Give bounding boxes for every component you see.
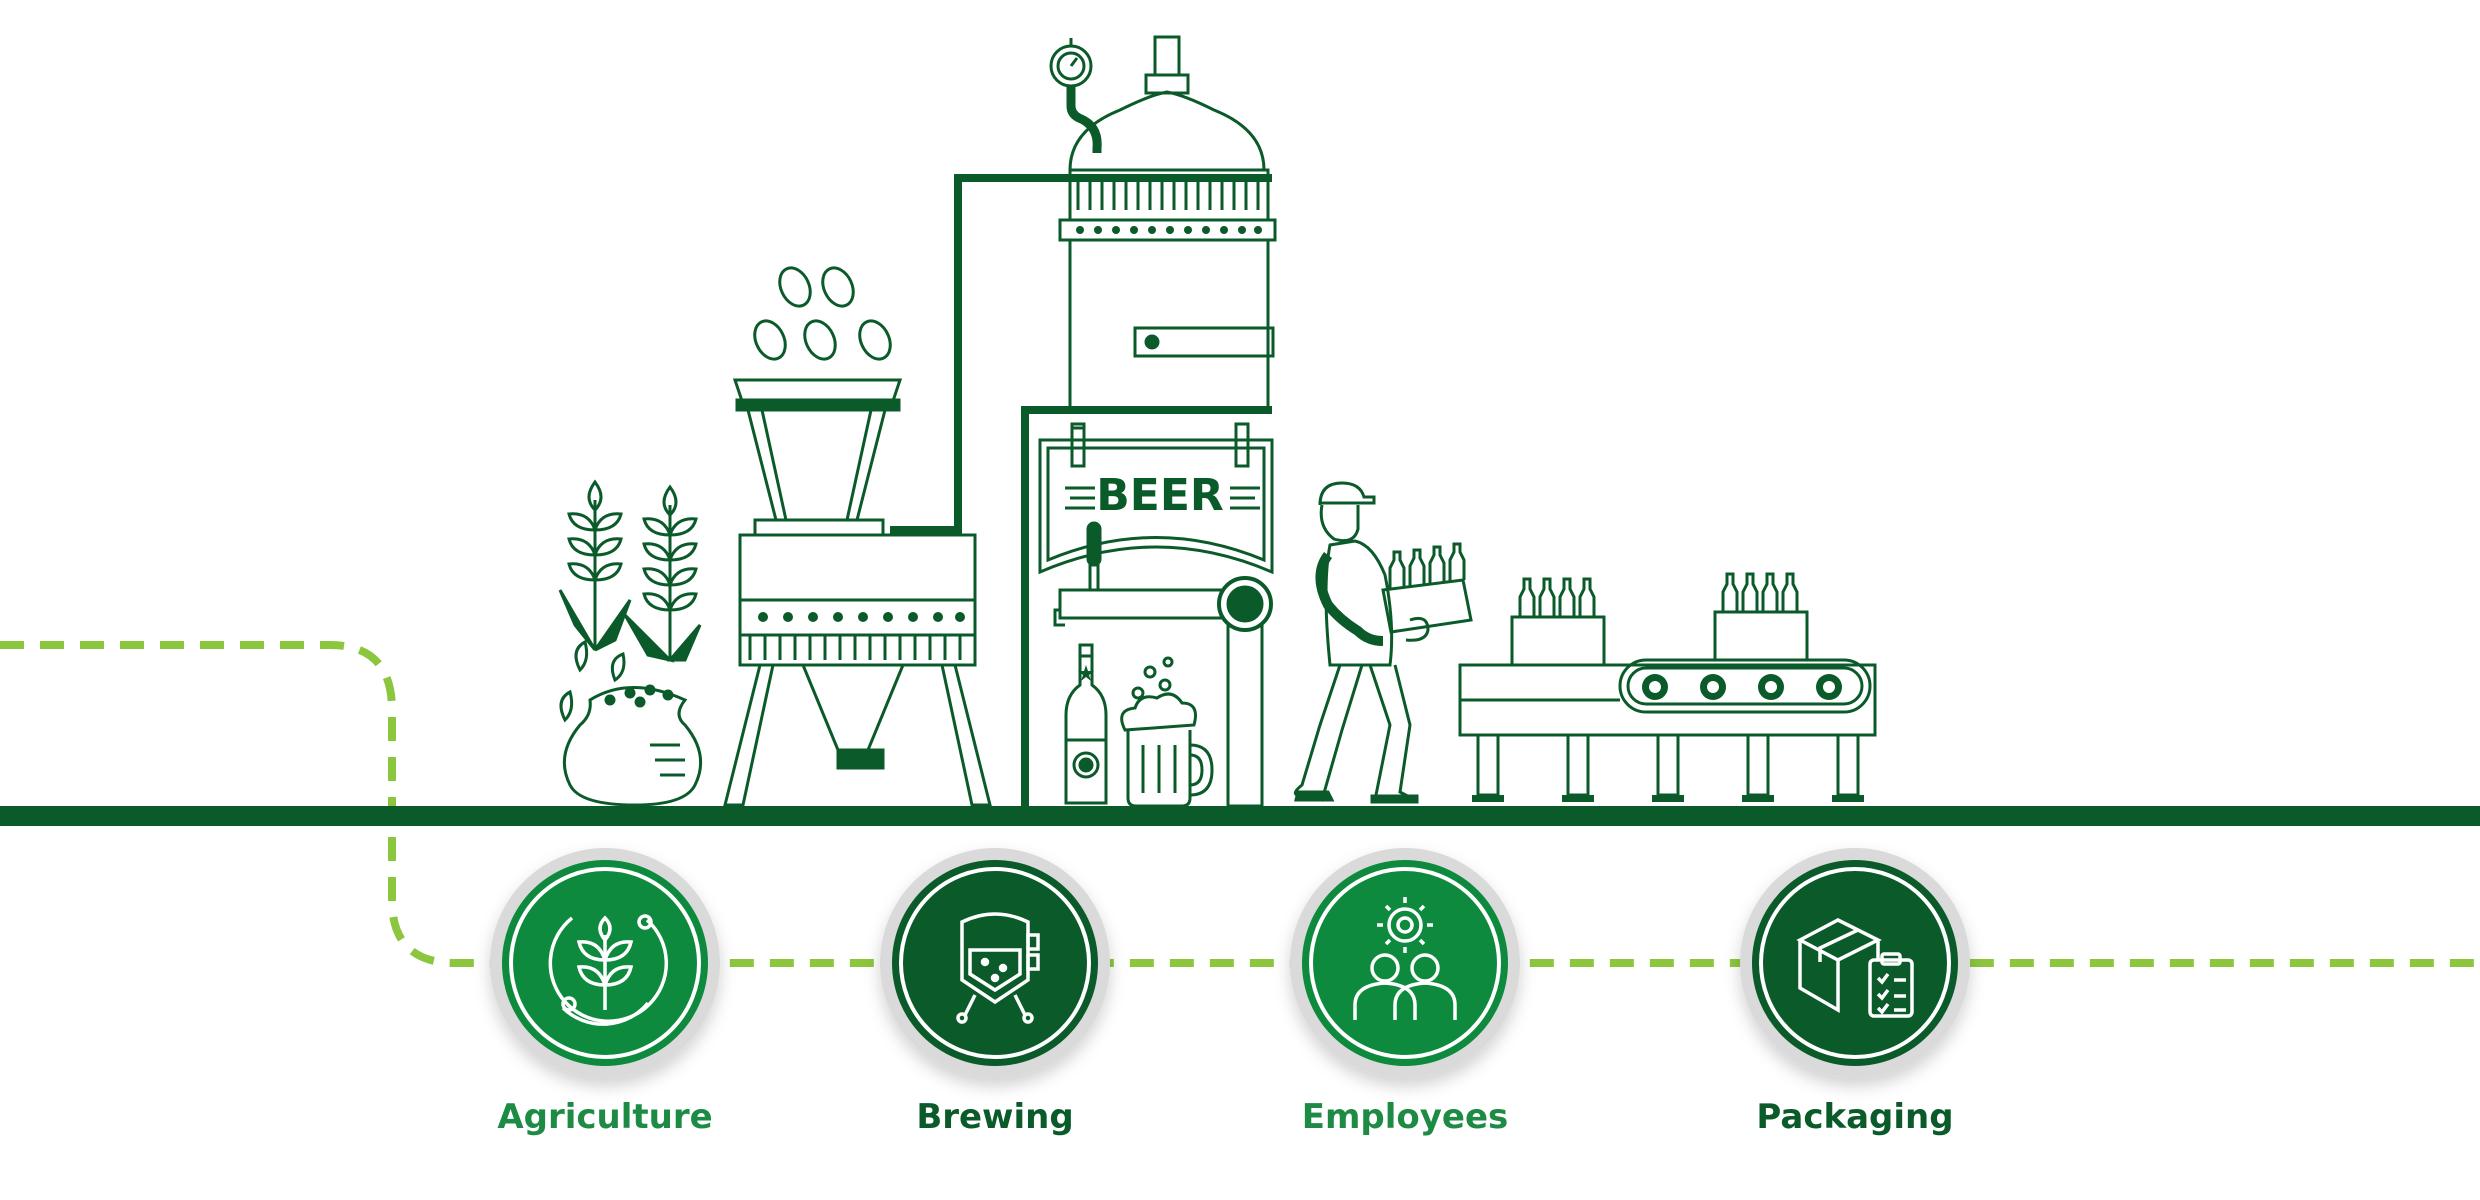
box-checklist-icon — [1796, 918, 1914, 1018]
brew-kettle — [1058, 35, 1277, 412]
beer-bottle-icon — [1064, 643, 1108, 805]
pressure-gauge-icon — [1049, 38, 1102, 153]
grain-sack-icon — [562, 684, 703, 807]
conveyor-belt — [1458, 572, 1877, 802]
beer-sign-text: BEER — [1096, 470, 1224, 521]
wheat-cycle-icon — [548, 914, 669, 1026]
wheat-icon — [558, 479, 702, 723]
ground-line — [0, 806, 2480, 826]
bottle-crate-icon — [1381, 542, 1473, 642]
beer-tap — [1053, 521, 1273, 808]
stage-packaging[interactable] — [1740, 848, 1970, 1078]
stage-label-agriculture: Agriculture — [497, 1097, 713, 1137]
mill-machine — [723, 378, 992, 807]
stage-agriculture[interactable] — [490, 848, 720, 1078]
dashed-path — [0, 641, 2480, 967]
worker-icon — [1293, 481, 1419, 804]
stage-label-employees: Employees — [1301, 1097, 1509, 1137]
circle-badge — [892, 860, 1098, 1066]
seeds-icon — [753, 266, 892, 361]
stage-employees[interactable] — [1290, 848, 1520, 1078]
stage-label-packaging: Packaging — [1756, 1097, 1954, 1137]
brewing-tank-icon — [956, 912, 1040, 1024]
beer-sign: BEER — [1038, 422, 1274, 575]
circle-badge — [1752, 860, 1958, 1066]
stage-label-brewing: Brewing — [916, 1097, 1074, 1137]
team-gear-icon — [1353, 897, 1457, 1020]
beer-mug-icon — [1120, 656, 1214, 808]
circle-badge — [1302, 860, 1508, 1066]
stage-brewing[interactable] — [880, 848, 1110, 1078]
